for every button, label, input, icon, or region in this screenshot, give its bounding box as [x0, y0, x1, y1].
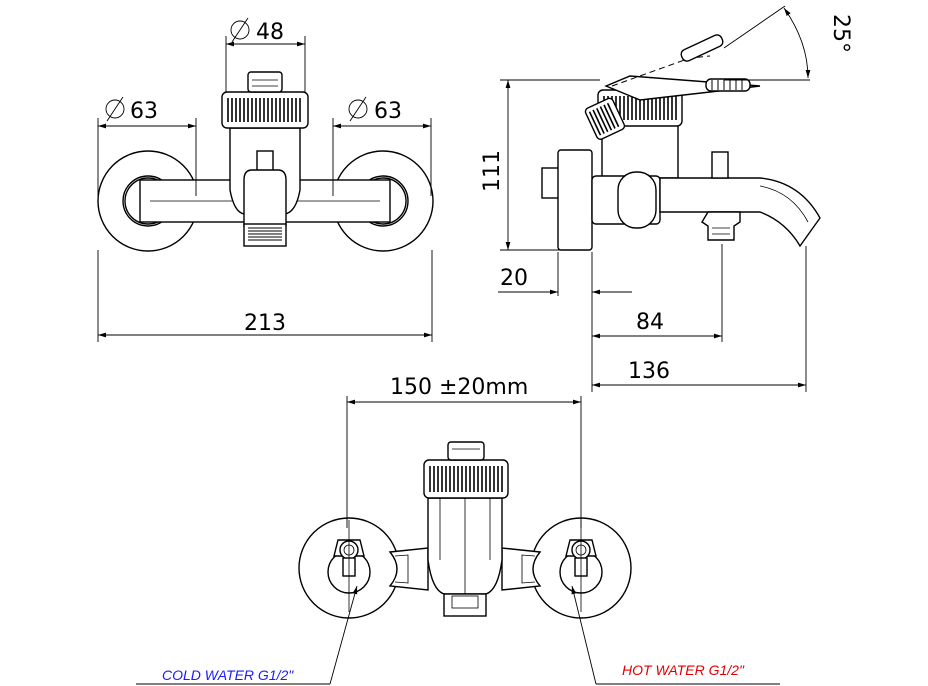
grip-line [588, 111, 602, 136]
grip-line [603, 104, 616, 129]
dim-angle: 25° [828, 14, 853, 53]
hot-water-label: HOT WATER G1/2" [622, 662, 745, 678]
grip-line [599, 106, 613, 131]
leaders: COLD WATER G1/2" HOT WATER G1/2" [136, 585, 780, 685]
dim-outlet: 84 [636, 310, 664, 335]
side-holder [617, 171, 657, 229]
dim-left-diameter: 63 [130, 99, 158, 124]
lever-grip [705, 78, 751, 92]
side-flange [557, 149, 593, 251]
hose-connector [701, 211, 741, 241]
side-view [541, 34, 821, 251]
grip-line [596, 107, 609, 133]
dim-right-diameter: 63 [374, 99, 402, 124]
bottom-knob-cap [447, 441, 485, 461]
dim-overall-width: 213 [244, 311, 286, 336]
front-dimensions: 48 63 63 213 [97, 17, 433, 342]
bottom-view [298, 441, 632, 619]
cold-eccentric [327, 520, 371, 612]
grip-line [606, 102, 620, 128]
front-view [97, 71, 434, 252]
diverter-knob [711, 151, 729, 179]
bottom-outlet [443, 593, 487, 617]
knob [221, 91, 309, 129]
lever-rotated-grip [680, 34, 724, 62]
knob-cap [247, 71, 283, 93]
dim-center-distance: 150 ±20mm [390, 375, 528, 400]
hot-eccentric [559, 520, 603, 612]
dim-top-diameter: 48 [256, 20, 284, 45]
aerator [243, 223, 287, 247]
side-dimensions: 111 25° 20 84 136 [480, 5, 853, 392]
dim-height: 111 [480, 150, 505, 192]
cold-water-label: COLD WATER G1/2" [162, 667, 294, 683]
bottom-dimensions: 150 ±20mm [346, 375, 582, 528]
grip-line [592, 109, 605, 134]
dia-symbol-right [348, 96, 368, 122]
dim-depth: 136 [628, 359, 670, 384]
dia-symbol-top [230, 17, 250, 43]
knob-rotated [584, 97, 626, 140]
dim-plate: 20 [500, 266, 528, 291]
outlet-nozzle [243, 169, 287, 227]
dia-symbol-left [105, 96, 125, 122]
